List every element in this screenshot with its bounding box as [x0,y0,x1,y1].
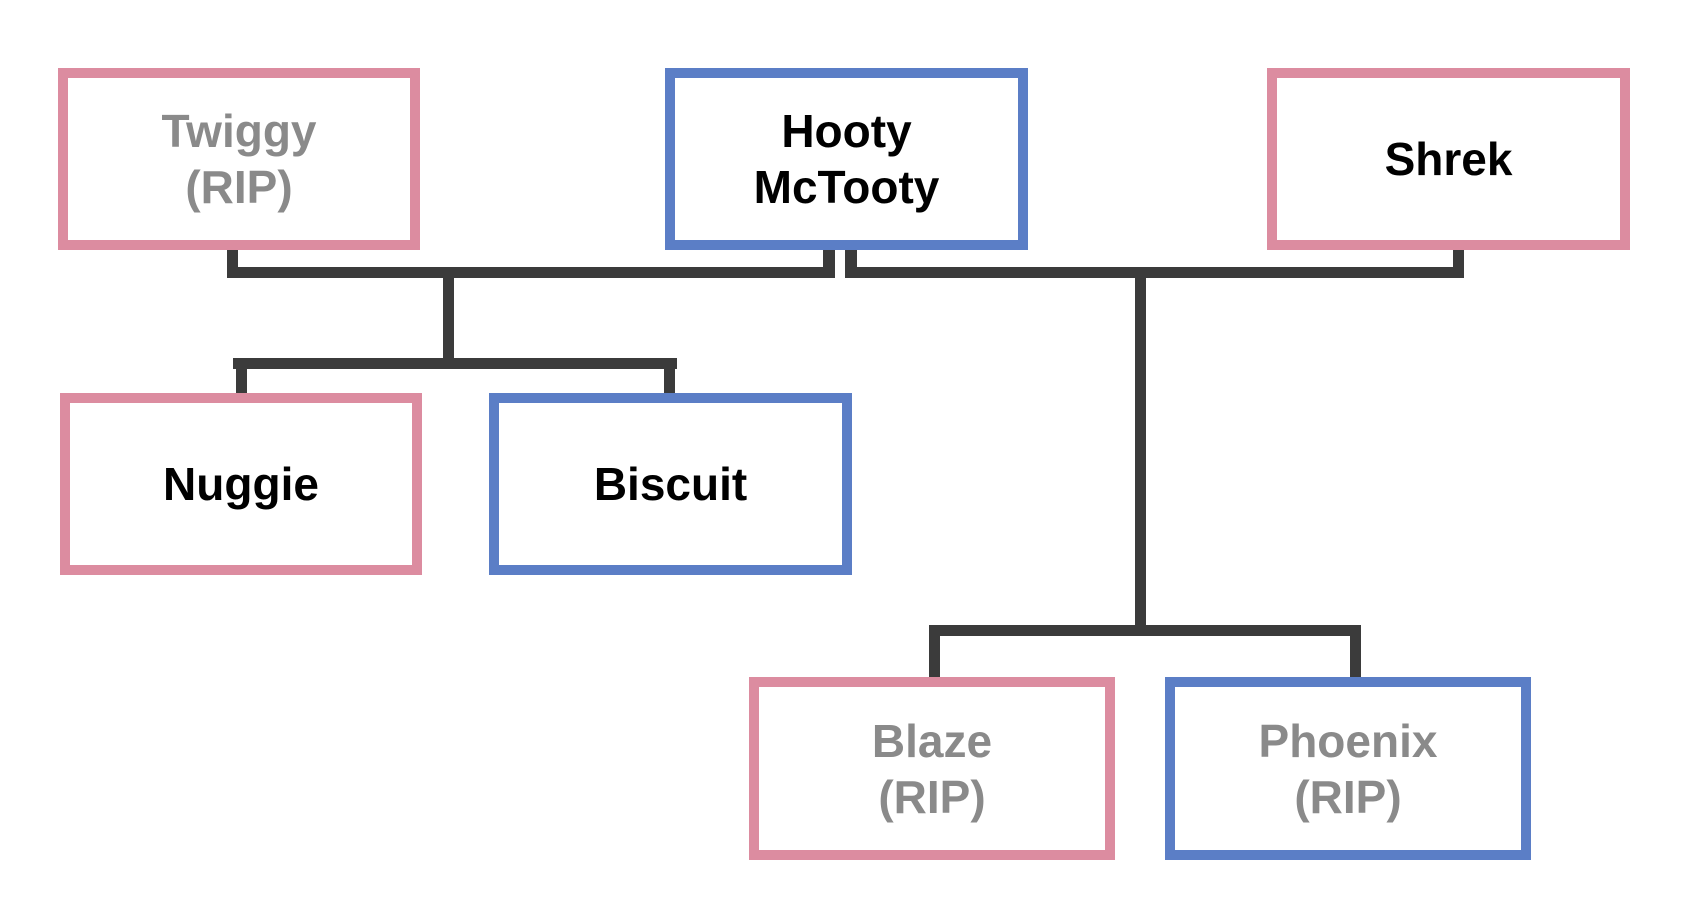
connector-phoenix-stub [1350,625,1361,679]
node-label-line2: McTooty [753,161,940,213]
connector-marriage-left [227,267,835,278]
connector-left-drop [443,267,454,369]
node-label-line1: Phoenix [1258,714,1438,767]
connector-right-junction [929,625,1361,636]
node-label-line1: Biscuit [593,458,748,510]
node-label-line1: Twiggy [161,105,317,157]
connector-shrek-stub [1453,248,1464,272]
connector-hooty-stub-left [823,248,835,272]
tree-node-nuggie: Nuggie [60,393,422,575]
connector-left-junction [233,358,677,369]
connector-biscuit-stub [664,358,675,395]
tree-node-shrek: Shrek [1267,68,1630,250]
tree-node-biscuit: Biscuit [489,393,852,575]
node-label-line1: Blaze [871,714,993,767]
node-label-line2: (RIP) [878,770,986,823]
tree-node-hooty-mctooty: Hooty McTooty [665,68,1028,250]
connector-nuggie-stub [236,358,247,395]
node-label-line1: Nuggie [163,458,319,510]
tree-node-blaze: Blaze (RIP) [749,677,1115,860]
connector-twiggy-stub [227,248,238,272]
node-label-line2: (RIP) [1294,770,1402,823]
tree-node-twiggy: Twiggy (RIP) [58,68,420,250]
connector-blaze-stub [929,625,940,679]
connector-right-drop [1135,267,1146,636]
tree-node-phoenix: Phoenix (RIP) [1165,677,1531,860]
connector-marriage-right [845,267,1464,278]
node-label-line1: Hooty [781,105,912,157]
node-label-line1: Shrek [1384,133,1513,185]
connector-hooty-stub-right [845,248,857,272]
node-label-line2: (RIP) [185,161,293,213]
